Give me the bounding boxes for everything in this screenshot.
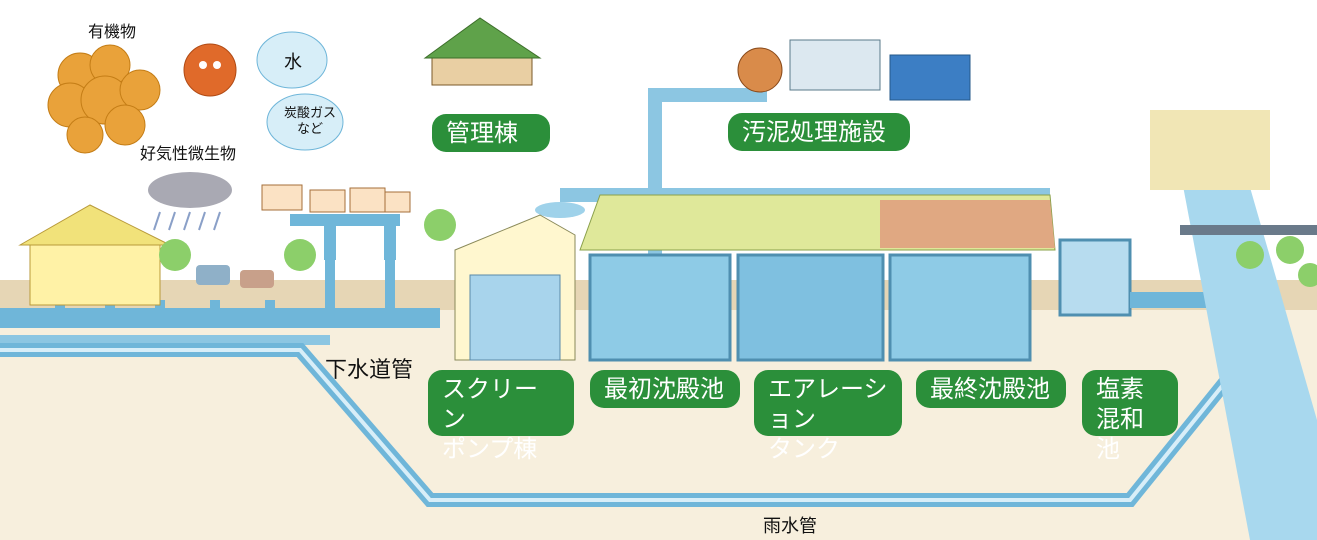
- car: [240, 270, 274, 288]
- pump-well: [469, 274, 561, 361]
- storm-pipe-highlight: [0, 348, 1237, 502]
- screen-pump-label: スクリーン ポンプ棟: [428, 370, 574, 463]
- bridge: [1180, 225, 1317, 235]
- admin-building-roof: [423, 17, 542, 59]
- organic-matter-label: 有機物: [88, 22, 137, 41]
- sludge-facility-label: 汚泥処理施設: [728, 113, 910, 151]
- aeration-tank-body: [736, 253, 885, 362]
- final-settling-tank: [888, 253, 1032, 362]
- rain-cloud: [148, 172, 232, 208]
- town-houses: [261, 184, 411, 213]
- aerobic-microbes-label: 好気性微生物: [140, 144, 237, 163]
- truck: [889, 54, 971, 101]
- fountain: [535, 202, 585, 218]
- sludge-plant: [789, 39, 881, 91]
- chlorine-tank-body: [1058, 238, 1132, 317]
- sewer-pipe-label: 下水道管: [325, 358, 414, 383]
- admin-building-label: 管理棟: [432, 114, 550, 152]
- rain-drops: [153, 211, 221, 231]
- tree: [159, 239, 191, 271]
- river: [1180, 170, 1317, 540]
- field: [1150, 110, 1270, 190]
- co2-label: 炭酸ガス など: [284, 106, 337, 137]
- riverbank-trees: [1236, 236, 1317, 287]
- primary-settling-tank: [588, 253, 732, 362]
- rooftop-court: [880, 200, 1055, 248]
- primary-settling-label: 最初沈殿池: [590, 370, 740, 408]
- tree: [284, 239, 316, 271]
- storm-pipe-label: 雨水管: [763, 516, 817, 537]
- water-cloud: [256, 31, 328, 89]
- organic-matter-blob: [47, 44, 161, 154]
- admin-building-body: [431, 54, 533, 86]
- water-label: 水: [284, 52, 302, 73]
- chlorine-tank-label: 塩素 混和池: [1082, 370, 1178, 463]
- final-settling-label: 最終沈殿池: [916, 370, 1066, 408]
- house-body: [29, 244, 161, 306]
- sludge-tank: [737, 47, 783, 93]
- aeration-tank-label: エアレーション タンク: [754, 370, 902, 463]
- tree: [424, 209, 456, 241]
- co2-cloud: [266, 93, 344, 151]
- town-pipes: [290, 214, 400, 260]
- car: [196, 265, 230, 285]
- house-roof: [18, 204, 171, 246]
- branch-pipes: [55, 260, 395, 318]
- microbe-character: [183, 43, 237, 97]
